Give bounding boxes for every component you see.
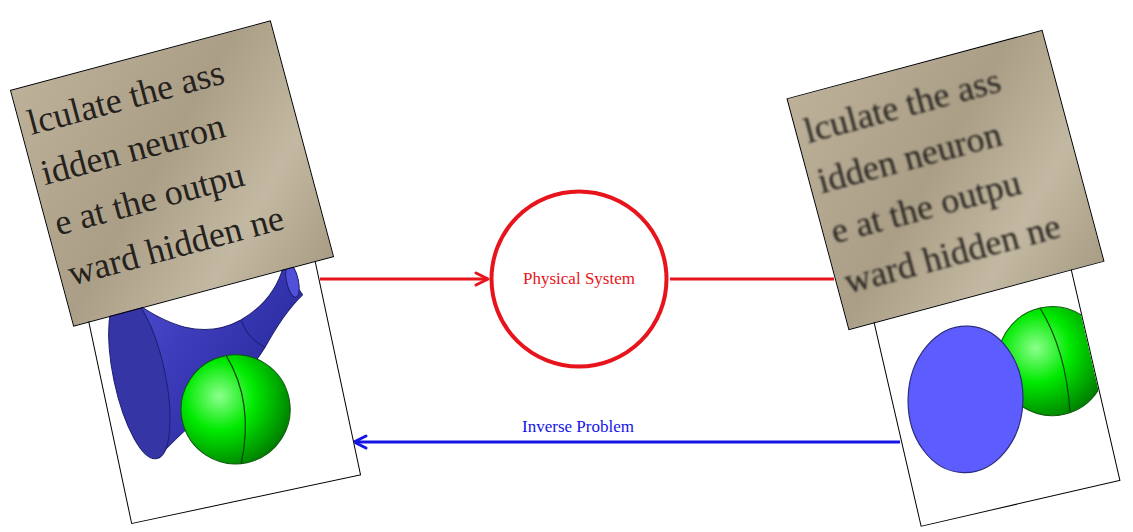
arrow-head: [476, 273, 488, 285]
edge-label: Inverse Problem: [519, 417, 637, 437]
image-group: lculate the assidden neurone at the outp…: [780, 0, 1133, 532]
connector-arrow: [320, 278, 488, 281]
photo-panel: lculate the assidden neurone at the outp…: [10, 20, 334, 327]
image-group: lculate the assidden neurone at the outp…: [0, 0, 380, 532]
circle-outline: [492, 192, 667, 367]
node-text-holder: Physical System: [489, 189, 669, 369]
photo-panel: lculate the assidden neurone at the outp…: [786, 30, 1104, 330]
connector-arrow: [354, 441, 900, 444]
process-circle: Physical System: [489, 189, 669, 369]
connector-arrow: [670, 278, 834, 281]
node-label: Physical System: [523, 269, 635, 289]
arrow-head: [354, 436, 366, 448]
